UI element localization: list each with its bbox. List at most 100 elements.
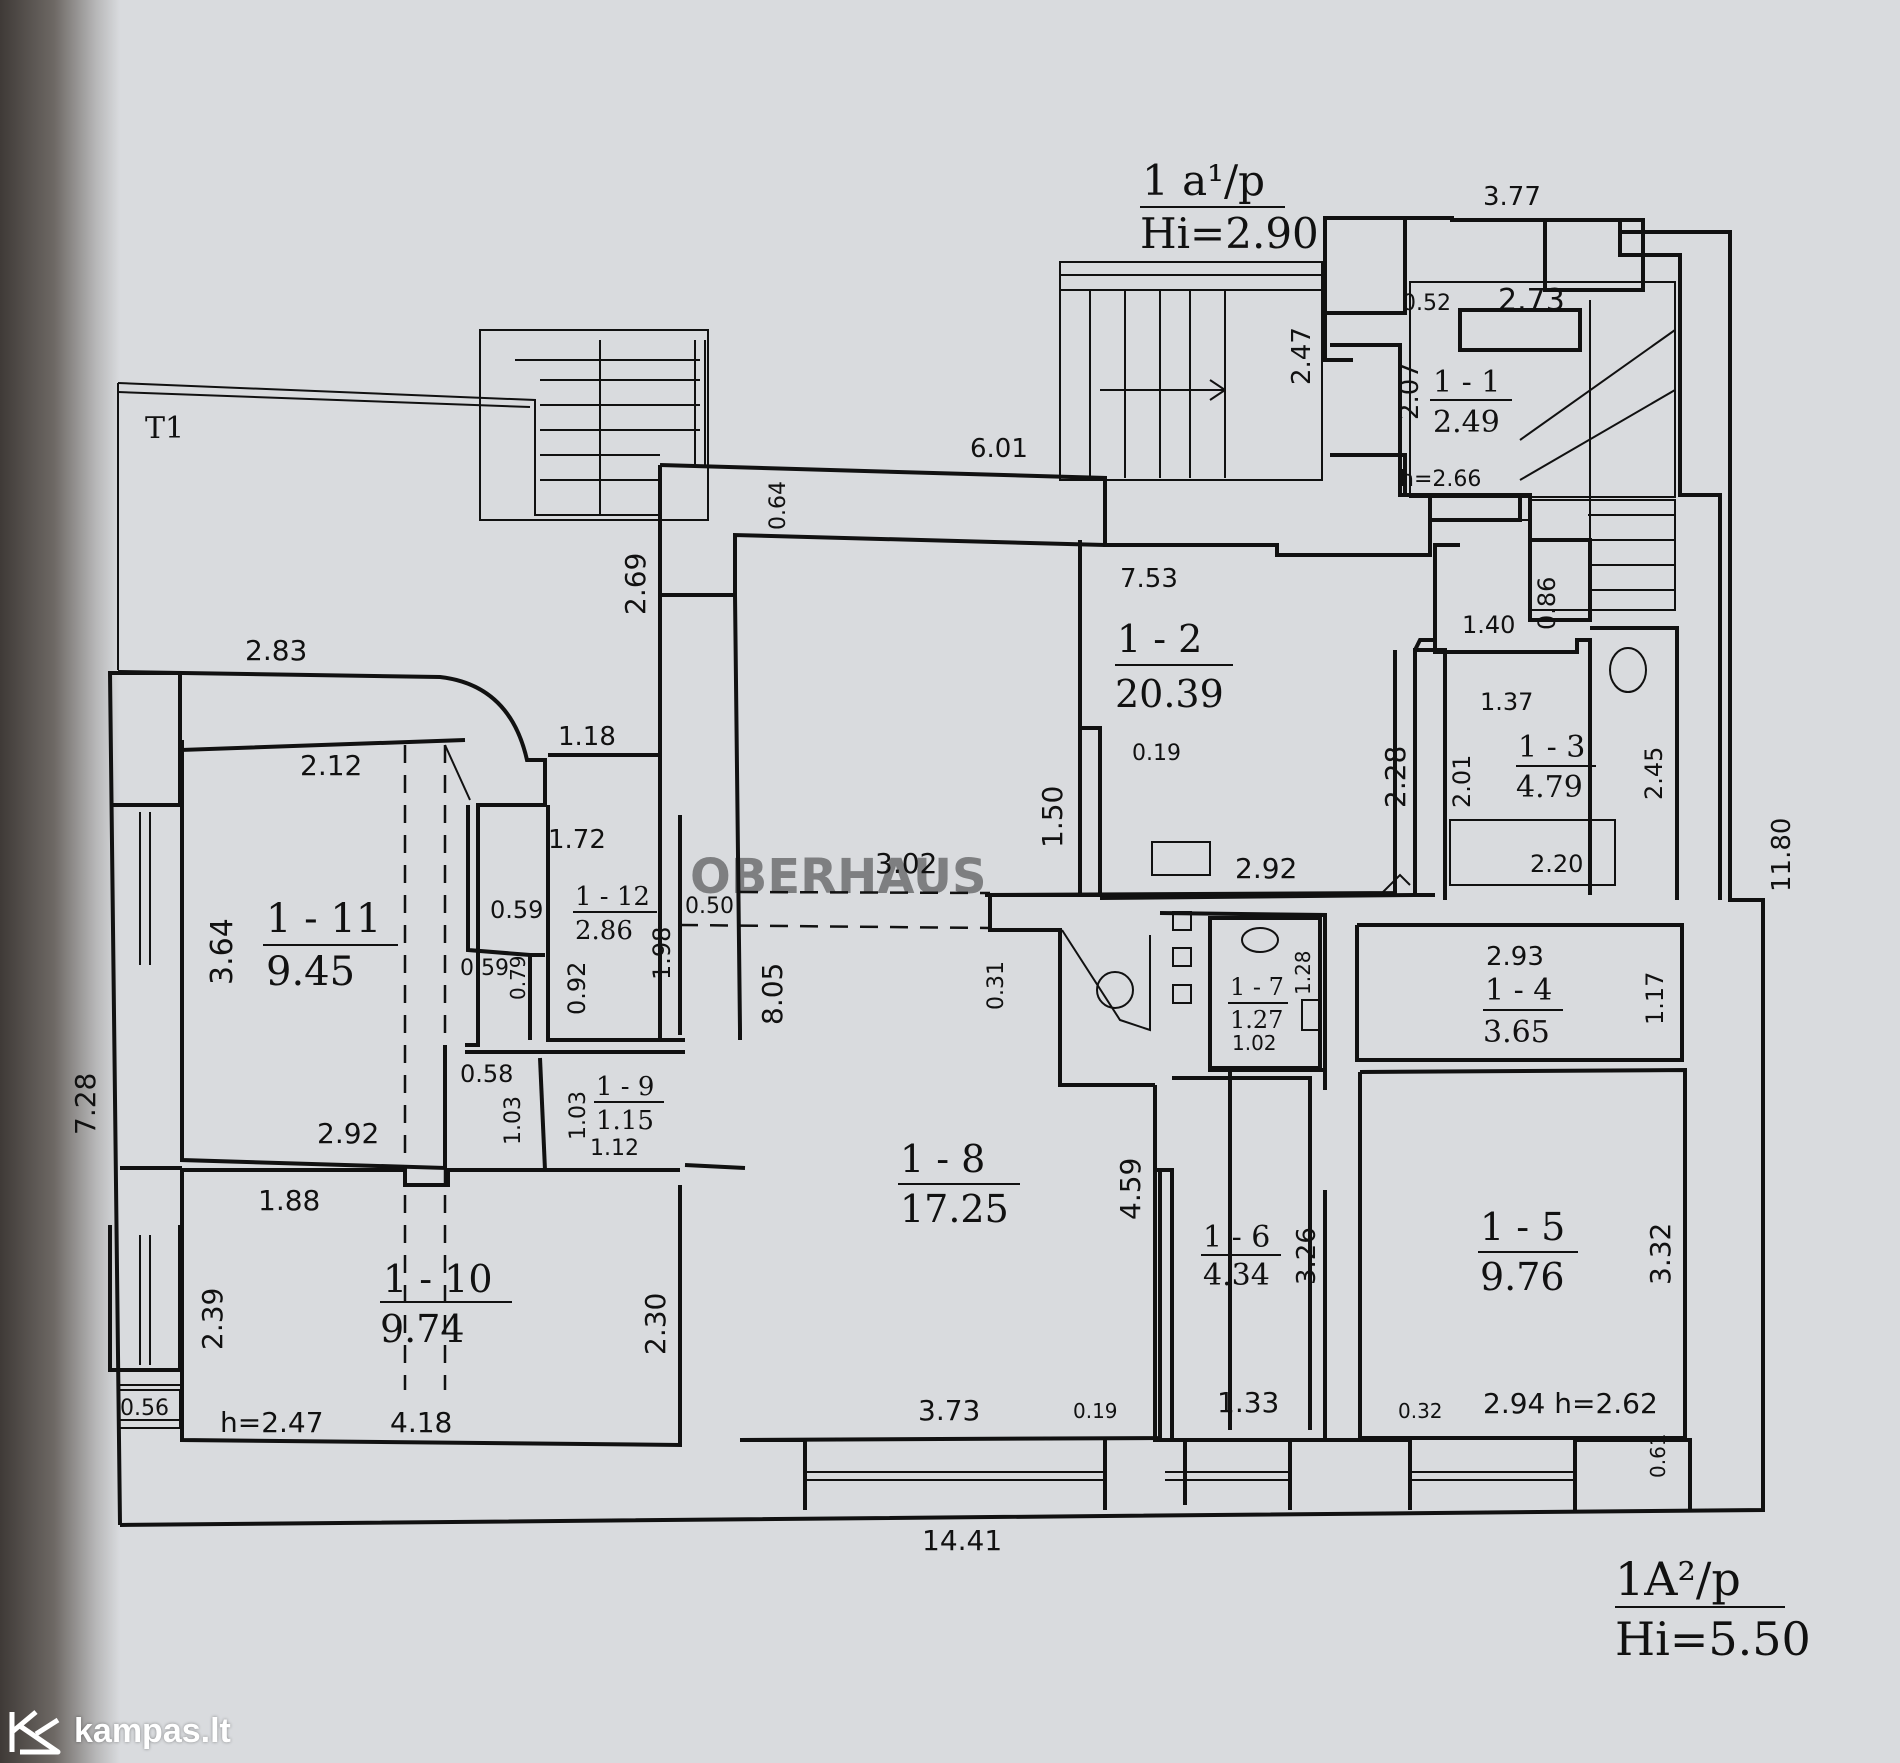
dim-label: 0.19 [1073, 1399, 1118, 1423]
room-1-6-id: 1 - 6 [1203, 1220, 1270, 1255]
room-1-10-area: 9.74 [380, 1307, 465, 1351]
dim-label: 2.47 [1287, 327, 1317, 385]
dim-label: 4.59 [1114, 1158, 1147, 1220]
block-bottom-label-line1: 1A²/p [1615, 1552, 1741, 1606]
dim-label: 1.50 [1036, 786, 1069, 848]
dim-label: 1.33 [1217, 1386, 1279, 1419]
terrace-label: T1 [145, 411, 184, 446]
dim-label: 1.12 [590, 1136, 639, 1161]
dim-label: 3.32 [1644, 1223, 1677, 1285]
dim-label: 3.64 [205, 918, 240, 985]
room-1-11-id: 1 - 11 [266, 896, 381, 942]
room-1-8-id: 1 - 8 [900, 1137, 985, 1181]
dim-label: 1.02 [1232, 1031, 1277, 1055]
room-1-6-area: 4.34 [1203, 1258, 1270, 1293]
dimension-labels: 3.77 0.52 2.73 2.47 2.07 h=2.66 6.01 0.6… [69, 182, 1797, 1557]
dim-label: 2.45 [1640, 747, 1668, 800]
dim-label: 3.77 [1483, 182, 1541, 212]
dim-label: 6.01 [970, 434, 1028, 464]
left-block-walls [117, 594, 746, 1448]
dim-label: 1.17 [1641, 972, 1669, 1025]
dim-label: 0.59 [460, 956, 509, 981]
room-1-10-id: 1 - 10 [383, 1257, 493, 1301]
dim-label: 1.18 [558, 722, 616, 752]
dim-label: 0.19 [1132, 741, 1181, 766]
brand-logo[interactable]: kampas.lt [6, 1706, 231, 1756]
dim-label: 0.59 [490, 896, 543, 924]
dim-label: 7.28 [69, 1073, 102, 1135]
dim-label: 0.92 [563, 962, 591, 1015]
dim-label: 0.61 [1646, 1433, 1670, 1478]
dim-label: 2.20 [1530, 850, 1583, 878]
dim-label: h=2.47 [220, 1406, 324, 1439]
room-1-9-id: 1 - 9 [596, 1072, 654, 1102]
block-bottom-label-line2: Hi=5.50 [1615, 1612, 1811, 1666]
room-1-3-id: 1 - 3 [1518, 730, 1585, 765]
dim-label: 8.05 [756, 963, 789, 1025]
dim-label: 2.12 [300, 749, 362, 782]
room-1-4-id: 1 - 4 [1485, 973, 1552, 1008]
room-1-7-id: 1 - 7 [1230, 973, 1284, 1001]
dim-label: 2.92 [1235, 852, 1297, 885]
dim-label: 2.07 [1395, 362, 1425, 420]
dim-label: 11.80 [1767, 818, 1797, 892]
dim-label: 1.98 [648, 927, 676, 980]
dim-label: 0.58 [460, 1060, 513, 1088]
dim-label: 1.03 [501, 1096, 526, 1145]
dim-label: 2.39 [196, 1288, 229, 1350]
dim-label: 1.37 [1480, 688, 1533, 716]
dim-label: 2.73 [1498, 283, 1565, 318]
dim-label: 2.69 [619, 553, 652, 615]
dim-label: 2.92 [317, 1117, 379, 1150]
dim-label: 0.52 [1402, 291, 1451, 316]
dim-label: 2.28 [1379, 746, 1412, 808]
dim-label: 3.73 [918, 1394, 980, 1427]
dim-label: 3.26 [1292, 1227, 1322, 1285]
dim-label: 0.79 [506, 955, 530, 1000]
room-labels: 1 - 1 2.49 1 - 2 20.39 1 - 3 4.79 1 - 4 … [263, 365, 1596, 1351]
room-1-4-area: 3.65 [1483, 1015, 1550, 1050]
dim-label: h=2.66 [1400, 467, 1481, 492]
block-labels: 1 a¹/p Hi=2.90 1A²/p Hi=5.50 T1 OBERHAUS [145, 156, 1811, 1666]
dim-label: 2.94 h=2.62 [1483, 1387, 1658, 1420]
dim-label: 1.40 [1462, 611, 1515, 639]
brand-name: kampas.lt [74, 1711, 231, 1750]
dim-label: 1.88 [258, 1184, 320, 1217]
dim-label: 2.01 [1448, 755, 1476, 808]
room-1-7-area: 1.27 [1230, 1006, 1283, 1034]
dim-label: 1.28 [1291, 950, 1315, 995]
dim-label: 2.83 [245, 634, 307, 667]
block-top-label-line1: 1 a¹/p [1142, 156, 1265, 205]
dim-label: 1.03 [566, 1091, 591, 1140]
room-1-8-area: 17.25 [900, 1187, 1009, 1231]
page-edge-shadow [0, 0, 120, 1763]
dim-label: 14.41 [922, 1524, 1002, 1557]
house-icon [9, 1710, 61, 1755]
dim-label: 7.53 [1120, 564, 1178, 594]
watermark-text: OBERHAUS [690, 849, 987, 905]
room-1-2-id: 1 - 2 [1117, 617, 1202, 661]
central-walls [679, 540, 1692, 1510]
room-1-11-area: 9.45 [266, 949, 355, 995]
room-1-1-id: 1 - 1 [1433, 365, 1500, 400]
dim-label: 0.56 [120, 1396, 169, 1421]
dim-label: 4.18 [390, 1406, 452, 1439]
dim-label: 2.30 [639, 1293, 672, 1355]
room-1-5-id: 1 - 5 [1480, 1205, 1565, 1249]
room-1-3-area: 4.79 [1516, 770, 1583, 805]
dim-label: 0.86 [1533, 577, 1561, 630]
room-1-12-id: 1 - 12 [575, 882, 650, 912]
dim-label: 0.31 [984, 961, 1009, 1010]
room-1-2-area: 20.39 [1115, 672, 1224, 716]
dim-label: 0.50 [685, 894, 734, 919]
dim-label: 0.64 [766, 481, 791, 530]
dim-label: 2.93 [1486, 942, 1544, 972]
dim-label: 1.72 [548, 825, 606, 855]
room-1-9-area: 1.15 [596, 1106, 654, 1136]
stairs [479, 216, 1676, 622]
room-1-5-area: 9.76 [1480, 1255, 1565, 1299]
block-top-label-line2: Hi=2.90 [1140, 209, 1319, 258]
dim-label: 0.32 [1398, 1399, 1443, 1423]
room-1-12-area: 2.86 [575, 916, 633, 946]
